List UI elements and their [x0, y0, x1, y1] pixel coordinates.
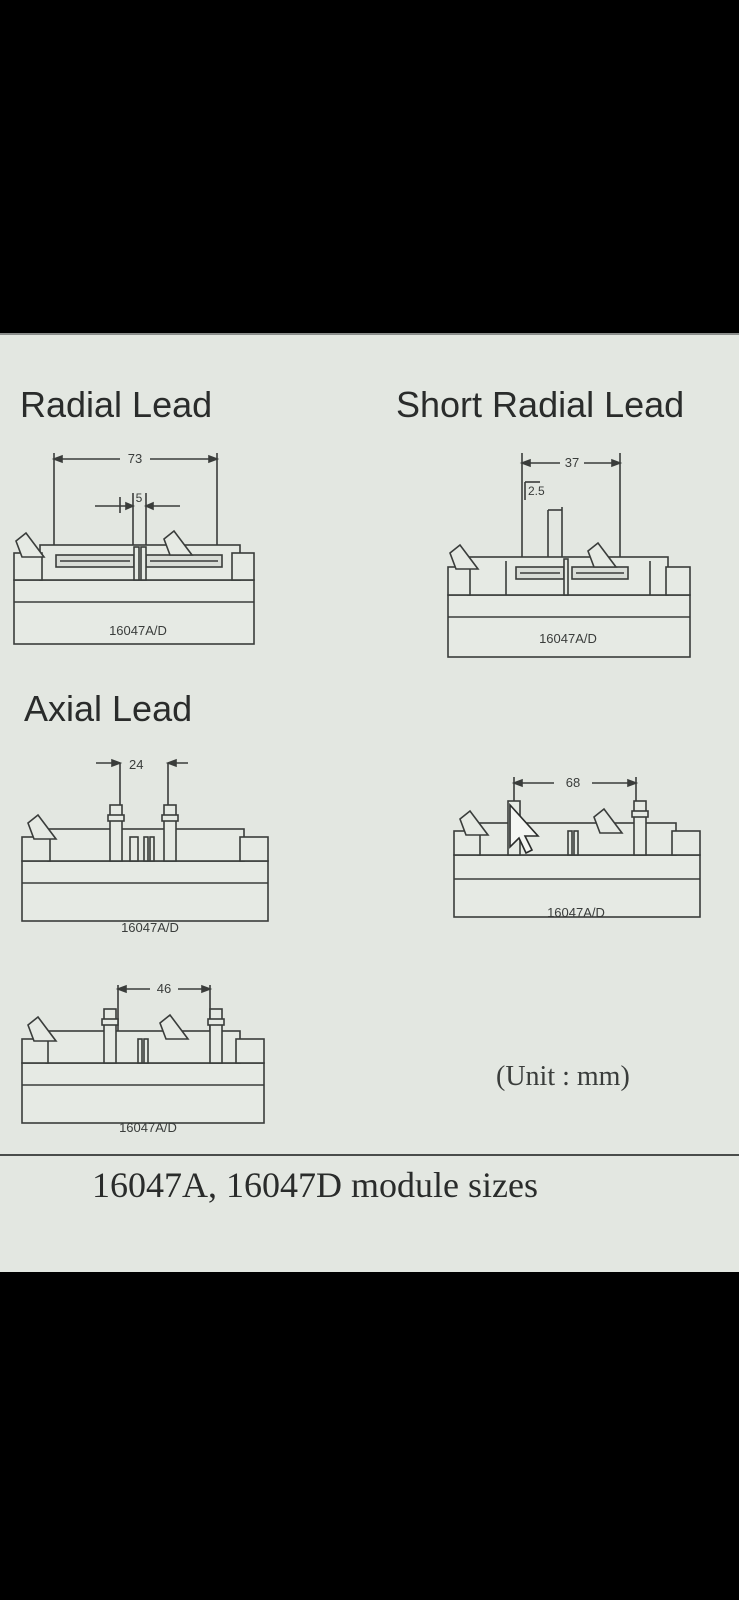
short-radial-model-label: 16047A/D: [539, 631, 597, 646]
axial-dim-46: 46: [157, 981, 171, 996]
axial-model-label-46: 16047A/D: [119, 1120, 177, 1135]
axial-dim-68: 68: [566, 775, 580, 790]
radial-model-label: 16047A/D: [109, 623, 167, 638]
unit-note: (Unit : mm): [496, 1061, 630, 1092]
axial-lead-fixture-24: 24 16047A/D: [21, 757, 269, 935]
axial-model-label-24: 16047A/D: [121, 920, 179, 935]
radial-dim-outer: 73: [128, 451, 142, 466]
axial-lead-title: Axial Lead: [24, 688, 192, 729]
short-radial-dim-inner: 2.5: [528, 484, 545, 498]
axial-lead-fixture-46: 46 16047A/D: [21, 981, 265, 1135]
radial-lead-fixture: 73 5: [13, 451, 255, 645]
radial-lead-title: Radial Lead: [20, 384, 212, 425]
mouse-cursor-icon: [509, 802, 540, 855]
figure-caption: 16047A, 16047D module sizes: [92, 1165, 538, 1205]
radial-dim-inner: 5: [136, 491, 143, 505]
module-size-diagram: Radial Lead 73: [0, 384, 739, 1205]
short-radial-lead-fixture: 37 2.5: [447, 453, 691, 658]
axial-lead-fixture-68: 68 16047A/D: [453, 775, 701, 920]
axial-dim-24: 24: [129, 757, 143, 772]
short-radial-lead-title: Short Radial Lead: [396, 384, 684, 425]
axial-model-label-68: 16047A/D: [547, 905, 605, 920]
short-radial-dim-outer: 37: [565, 455, 579, 470]
monitor-screen: Radial Lead 73: [0, 333, 739, 1272]
